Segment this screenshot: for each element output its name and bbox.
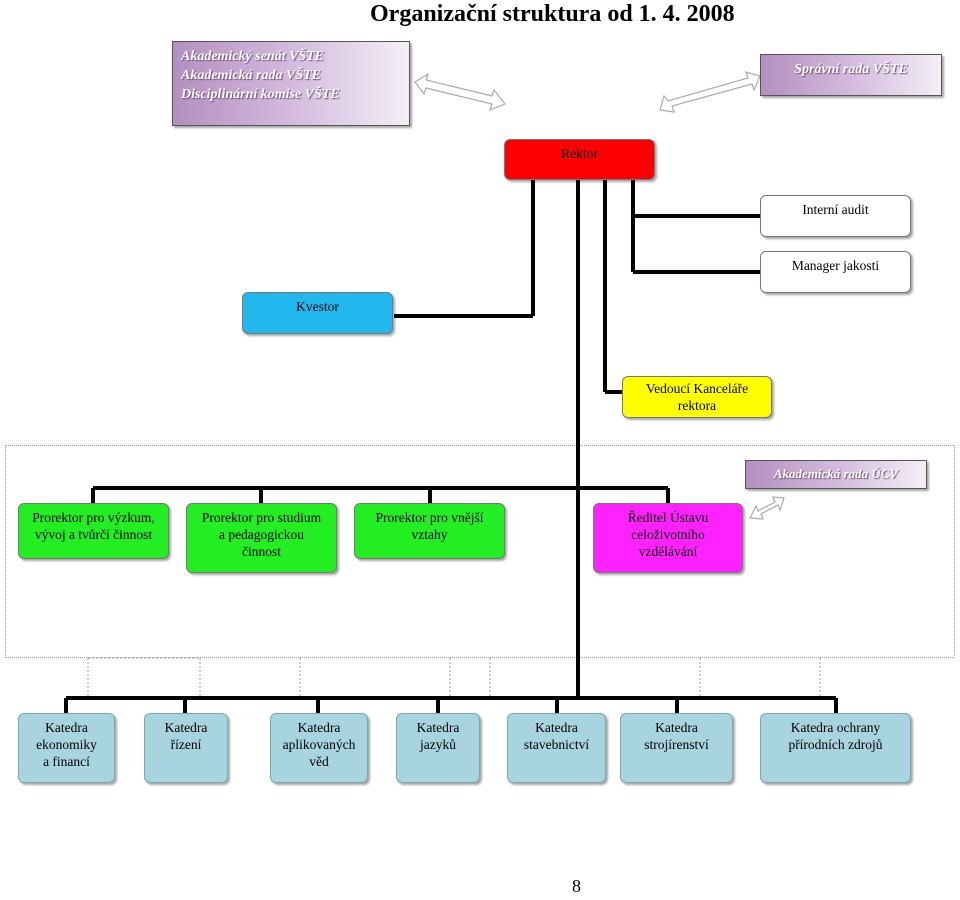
department-box: Katedra strojírenství <box>620 713 733 783</box>
page-number: 8 <box>572 876 581 896</box>
vice-rector-studies-box: Prorektor pro studium a pedagogickou čin… <box>186 503 337 573</box>
department-text: Katedra řízení <box>164 720 208 752</box>
academic-senate-box: Akademický senát VŠTE Akademická rada VŠ… <box>172 41 410 126</box>
page-title: Organizační struktura od 1. 4. 2008 <box>370 1 735 27</box>
department-text: Katedra aplikovaných věd <box>282 720 356 769</box>
quality-manager-text: Manager jakosti <box>791 258 880 273</box>
lifelong-learning-director-text: Ředitel Ústavu celoživotního vzdělávání <box>627 510 709 559</box>
bursar-text: Kvestor <box>296 299 339 314</box>
vice-rector-studies-text: Prorektor pro studium a pedagogickou čin… <box>201 510 322 559</box>
department-text: Katedra stavebnictví <box>523 720 590 752</box>
department-box: Katedra jazyků <box>396 713 480 783</box>
academic-senate-text: Akademický senát VŠTE Akademická rada VŠ… <box>181 49 340 102</box>
ucv-academic-board-box: Akademická rada ÚCV <box>745 460 927 489</box>
board-of-trustees-text: Správní rada VŠTE <box>794 62 908 77</box>
rector-box: Rektor <box>504 139 655 180</box>
department-text: Katedra ekonomiky a financí <box>36 720 97 769</box>
vice-rector-research-text: Prorektor pro výzkum, vývoj a tvůrčí čin… <box>32 510 155 542</box>
prorektor-section-frame <box>5 445 955 658</box>
double-arrow-icon <box>414 72 506 112</box>
rector-office-head-text: Vedoucí Kanceláře rektora <box>645 381 749 413</box>
double-arrow-icon <box>749 496 785 520</box>
board-of-trustees-box: Správní rada VŠTE <box>760 54 942 96</box>
lifelong-learning-director-box: Ředitel Ústavu celoživotního vzdělávání <box>593 503 743 573</box>
internal-audit-box: Interní audit <box>760 195 911 237</box>
rector-text: Rektor <box>561 146 598 161</box>
bursar-box: Kvestor <box>242 292 393 334</box>
department-text: Katedra strojírenství <box>644 720 709 752</box>
vice-rector-relations-box: Prorektor pro vnější vztahy <box>354 503 505 559</box>
department-text: Katedra jazyků <box>416 720 460 752</box>
ucv-academic-board-text: Akademická rada ÚCV <box>773 466 899 481</box>
vice-rector-relations-text: Prorektor pro vnější vztahy <box>375 510 484 542</box>
department-box: Katedra aplikovaných věd <box>270 713 368 783</box>
department-box: Katedra stavebnictví <box>507 713 606 783</box>
department-box: Katedra řízení <box>144 713 228 783</box>
double-arrow-icon <box>659 71 761 113</box>
department-box: Katedra ekonomiky a financí <box>18 713 115 783</box>
rector-office-head-box: Vedoucí Kanceláře rektora <box>622 376 772 418</box>
quality-manager-box: Manager jakosti <box>760 251 911 293</box>
department-text: Katedra ochrany přírodních zdrojů <box>788 720 883 752</box>
department-box: Katedra ochrany přírodních zdrojů <box>760 713 911 783</box>
vice-rector-research-box: Prorektor pro výzkum, vývoj a tvůrčí čin… <box>18 503 169 559</box>
internal-audit-text: Interní audit <box>802 202 869 217</box>
